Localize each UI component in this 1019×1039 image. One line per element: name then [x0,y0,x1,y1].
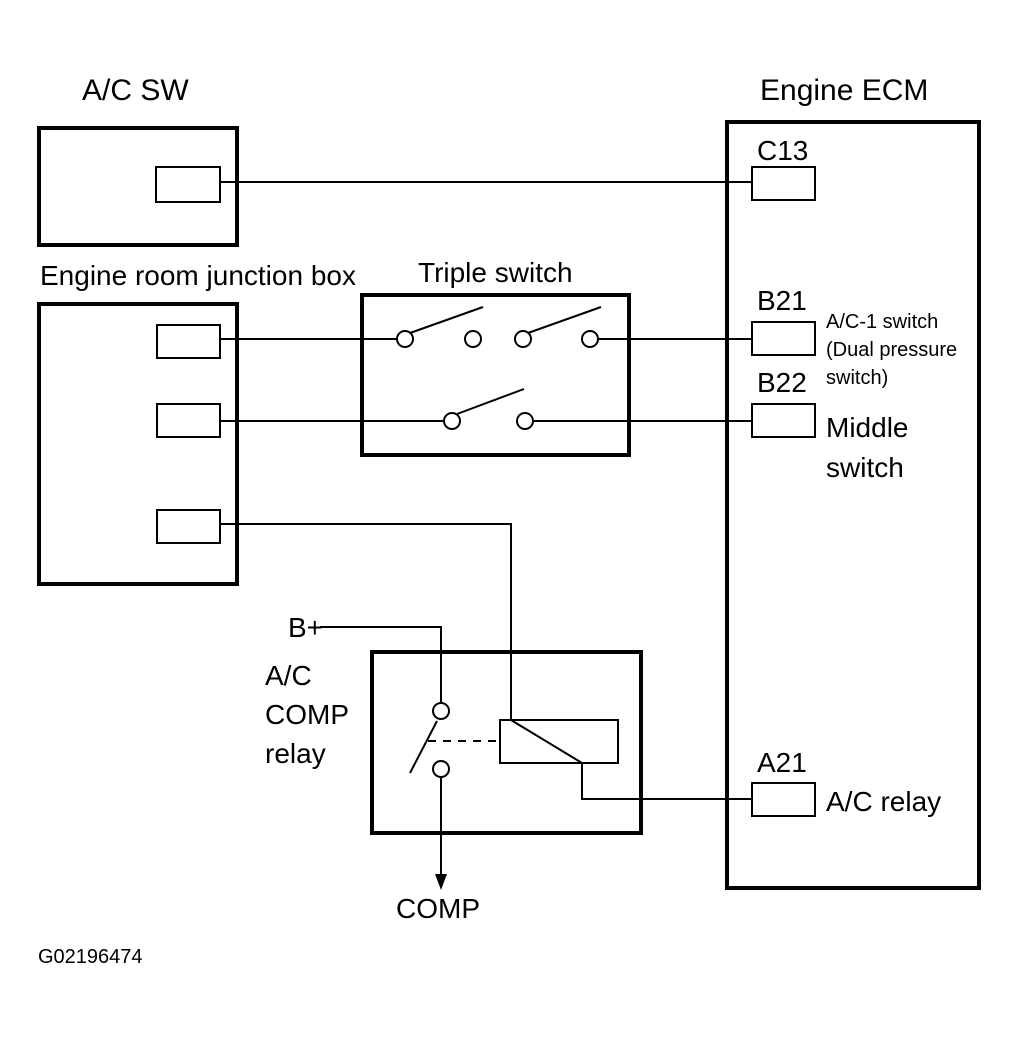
figure-id: G02196474 [38,946,143,968]
wire-battery-to-relay [320,626,442,703]
triple-contact-1 [396,330,414,348]
ecm-pin-a21 [751,782,816,817]
relay-switch-blade [409,720,438,774]
middle-contact-2 [516,412,534,430]
triple-switch-box [360,293,631,457]
middle-switch-blade [456,388,525,415]
junction-pin-2 [156,403,221,438]
relay-coil [499,719,619,764]
triple-switch-label: Triple switch [418,257,573,288]
triple-contact-4 [581,330,599,348]
ecm-pin-b21-label: B21 [757,285,807,316]
comp-label: COMP [396,893,480,924]
b21-desc-line-1: A/C-1 switch [826,311,938,333]
junction-box-label: Engine room junction box [40,260,356,291]
triple-switch-blade-2 [527,306,602,334]
comp-relay-label-line-2: COMP [265,699,349,730]
a21-desc: A/C relay [826,786,941,817]
relay-contact-bottom [432,760,450,778]
b22-desc-line-1: Middle [826,412,908,443]
battery-label: B+ [288,612,323,643]
b21-desc-line-3: switch) [826,367,888,389]
junction-pin-1 [156,324,221,359]
comp-relay-label-line-3: relay [265,738,326,769]
ecm-pin-c13-label: C13 [757,135,808,166]
middle-contact-1 [443,412,461,430]
relay-contact-top [432,702,450,720]
b21-desc-line-2: (Dual pressure [826,339,957,361]
comp-relay-label-line-1: A/C [265,660,312,691]
wire-relay-coil-to-a21 [581,763,752,800]
relay-coil-diagonal [510,719,583,764]
ecm-pin-a21-label: A21 [757,747,807,778]
ecm-pin-b22 [751,403,816,438]
ac-sw-label: A/C SW [82,74,189,107]
wire-junction3-to-relay-coil [220,523,512,720]
ecm-pin-c13 [751,166,816,201]
engine-ecm-label: Engine ECM [760,74,928,107]
engine-ecm-box [725,120,981,890]
ecm-pin-b22-label: B22 [757,367,807,398]
triple-switch-blade-1 [409,306,484,334]
ac-sw-pin [155,166,221,203]
ecm-pin-b21 [751,321,816,356]
b22-desc-line-2: switch [826,452,904,483]
triple-contact-2 [464,330,482,348]
junction-pin-3 [156,509,221,544]
comp-arrow-icon [435,874,447,890]
triple-contact-3 [514,330,532,348]
